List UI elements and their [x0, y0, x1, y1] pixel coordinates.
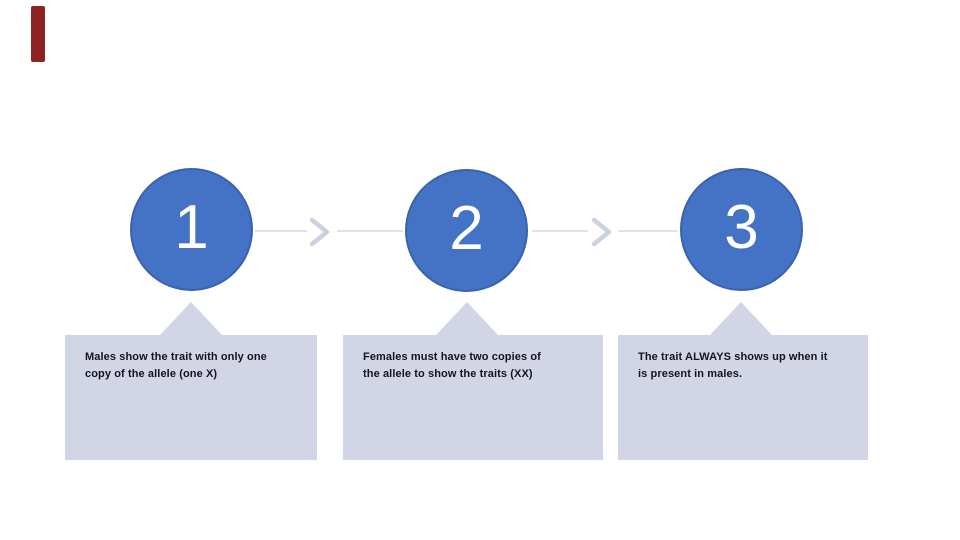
caption-line: copy of the allele (one X)	[85, 367, 218, 380]
connector-line	[532, 230, 588, 232]
step-number: 1	[174, 192, 209, 262]
step-caption: Males show the trait with only one copy …	[65, 335, 317, 382]
accent-bar	[31, 6, 45, 62]
caption-line: The trait ALWAYS shows up when it	[638, 351, 828, 363]
connector-line	[618, 230, 678, 232]
connector-line	[255, 230, 307, 232]
callout-pointer	[436, 302, 498, 335]
callout-pointer	[160, 302, 222, 335]
caption-line: is present in males.	[638, 367, 743, 380]
step-callout-2: Females must have two copies of the alle…	[343, 335, 603, 460]
caption-line: the allele to show the traits (XX)	[363, 367, 533, 380]
step-caption: Females must have two copies of the alle…	[343, 335, 603, 382]
step-number: 3	[724, 192, 759, 262]
caption-line: Males show the trait with only one	[85, 351, 267, 363]
caption-line: Females must have two copies of	[363, 351, 541, 363]
connector-line	[337, 230, 403, 232]
step-circle-3: 3	[680, 168, 803, 291]
step-circle-2: 2	[405, 169, 528, 292]
step-caption: The trait ALWAYS shows up when it is pre…	[618, 335, 868, 382]
callout-pointer	[710, 302, 772, 335]
step-callout-1: Males show the trait with only one copy …	[65, 335, 317, 460]
step-number: 2	[449, 193, 484, 263]
chevron-right-icon	[591, 217, 612, 247]
step-circle-1: 1	[130, 168, 253, 291]
chevron-right-icon	[309, 217, 330, 247]
step-callout-3: The trait ALWAYS shows up when it is pre…	[618, 335, 868, 460]
